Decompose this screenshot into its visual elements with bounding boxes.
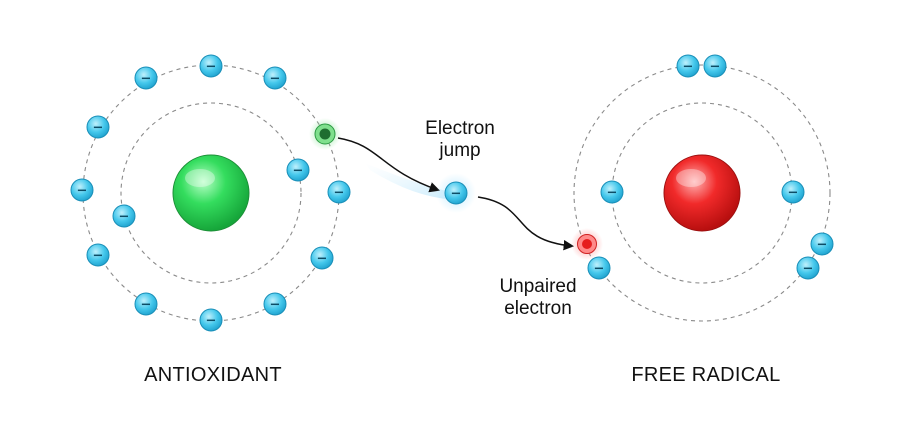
- free-radical-electron: −: [587, 256, 611, 280]
- antioxidant-caption: ANTIOXIDANT: [144, 364, 282, 386]
- electron-minus-sign: −: [206, 314, 217, 329]
- electron-minus-sign: −: [683, 60, 694, 75]
- electron-minus-sign: −: [334, 186, 345, 201]
- electron-minus-sign: −: [607, 186, 618, 201]
- electron-minus-sign: −: [141, 298, 152, 313]
- antioxidant-electron: −: [134, 66, 158, 90]
- antioxidant-electron: −: [86, 243, 110, 267]
- electron-jump-arrow-1: [337, 137, 440, 193]
- antioxidant-electron: −: [86, 115, 110, 139]
- antioxidant-nucleus-highlight: [185, 169, 215, 187]
- electron-minus-sign: −: [293, 164, 304, 179]
- free-radical-atom: −−−−−−−: [573, 54, 834, 322]
- antioxidant-electron: −: [286, 158, 310, 182]
- electron-minus-sign: −: [77, 184, 88, 199]
- antioxidant-electron: −: [310, 246, 334, 270]
- electron-jump-label: Electron jump: [400, 118, 520, 162]
- unpaired-electron-label-line-2: electron: [504, 298, 572, 319]
- donating-electron: [309, 118, 341, 150]
- electron-minus-sign: −: [141, 72, 152, 87]
- electron-minus-sign: −: [710, 60, 721, 75]
- free-radical-caption: FREE RADICAL: [631, 364, 781, 386]
- unpaired-electron-label: Unpaired electron: [478, 276, 598, 320]
- antioxidant-electron: −: [134, 292, 158, 316]
- free-radical-nucleus-highlight: [676, 169, 706, 187]
- electron-minus-sign: −: [206, 60, 217, 75]
- antioxidant-atom: − − − − − − − − − − − − −: [70, 54, 351, 332]
- unpaired-electron: [571, 228, 603, 260]
- antioxidant-electron: −: [263, 292, 287, 316]
- antioxidant-electron: −: [199, 54, 223, 78]
- antioxidant-nucleus: [172, 154, 250, 232]
- electron-minus-sign: −: [93, 249, 104, 264]
- unpaired-electron-label-line-1: Unpaired: [499, 276, 577, 297]
- electron-minus-sign: −: [803, 262, 814, 277]
- free-radical-nucleus: [663, 154, 741, 232]
- electron-minus-sign: −: [270, 72, 281, 87]
- electron-minus-sign: −: [451, 187, 462, 202]
- electron-jump-arrow-2: [477, 196, 575, 251]
- antioxidant-electron: −: [70, 178, 94, 202]
- free-radical-electron: −: [810, 232, 834, 256]
- electron-minus-sign: −: [270, 298, 281, 313]
- electron-minus-sign: −: [817, 238, 828, 253]
- antioxidant-electron: −: [112, 204, 136, 228]
- free-radical-electron: −: [600, 180, 624, 204]
- electron-minus-sign: −: [317, 252, 328, 267]
- antioxidant-electron: −: [199, 308, 223, 332]
- jumping-electron: −: [436, 173, 476, 213]
- antioxidant-electron: −: [263, 66, 287, 90]
- electron-minus-sign: −: [119, 210, 130, 225]
- electron-jump-label-line-2: jump: [439, 140, 481, 161]
- electron-minus-sign: −: [93, 121, 104, 136]
- free-radical-outer-orbit: [573, 64, 831, 322]
- electron-minus-sign: −: [594, 262, 605, 277]
- electron-jump-label-line-1: Electron: [425, 118, 495, 139]
- antioxidant-inner-orbit: [120, 102, 302, 284]
- free-radical-electron: −: [703, 54, 727, 78]
- free-radical-electron: −: [676, 54, 700, 78]
- free-radical-electron: −: [796, 256, 820, 280]
- electron-minus-sign: −: [788, 186, 799, 201]
- antioxidant-electron: −: [327, 180, 351, 204]
- free-radical-electron: −: [781, 180, 805, 204]
